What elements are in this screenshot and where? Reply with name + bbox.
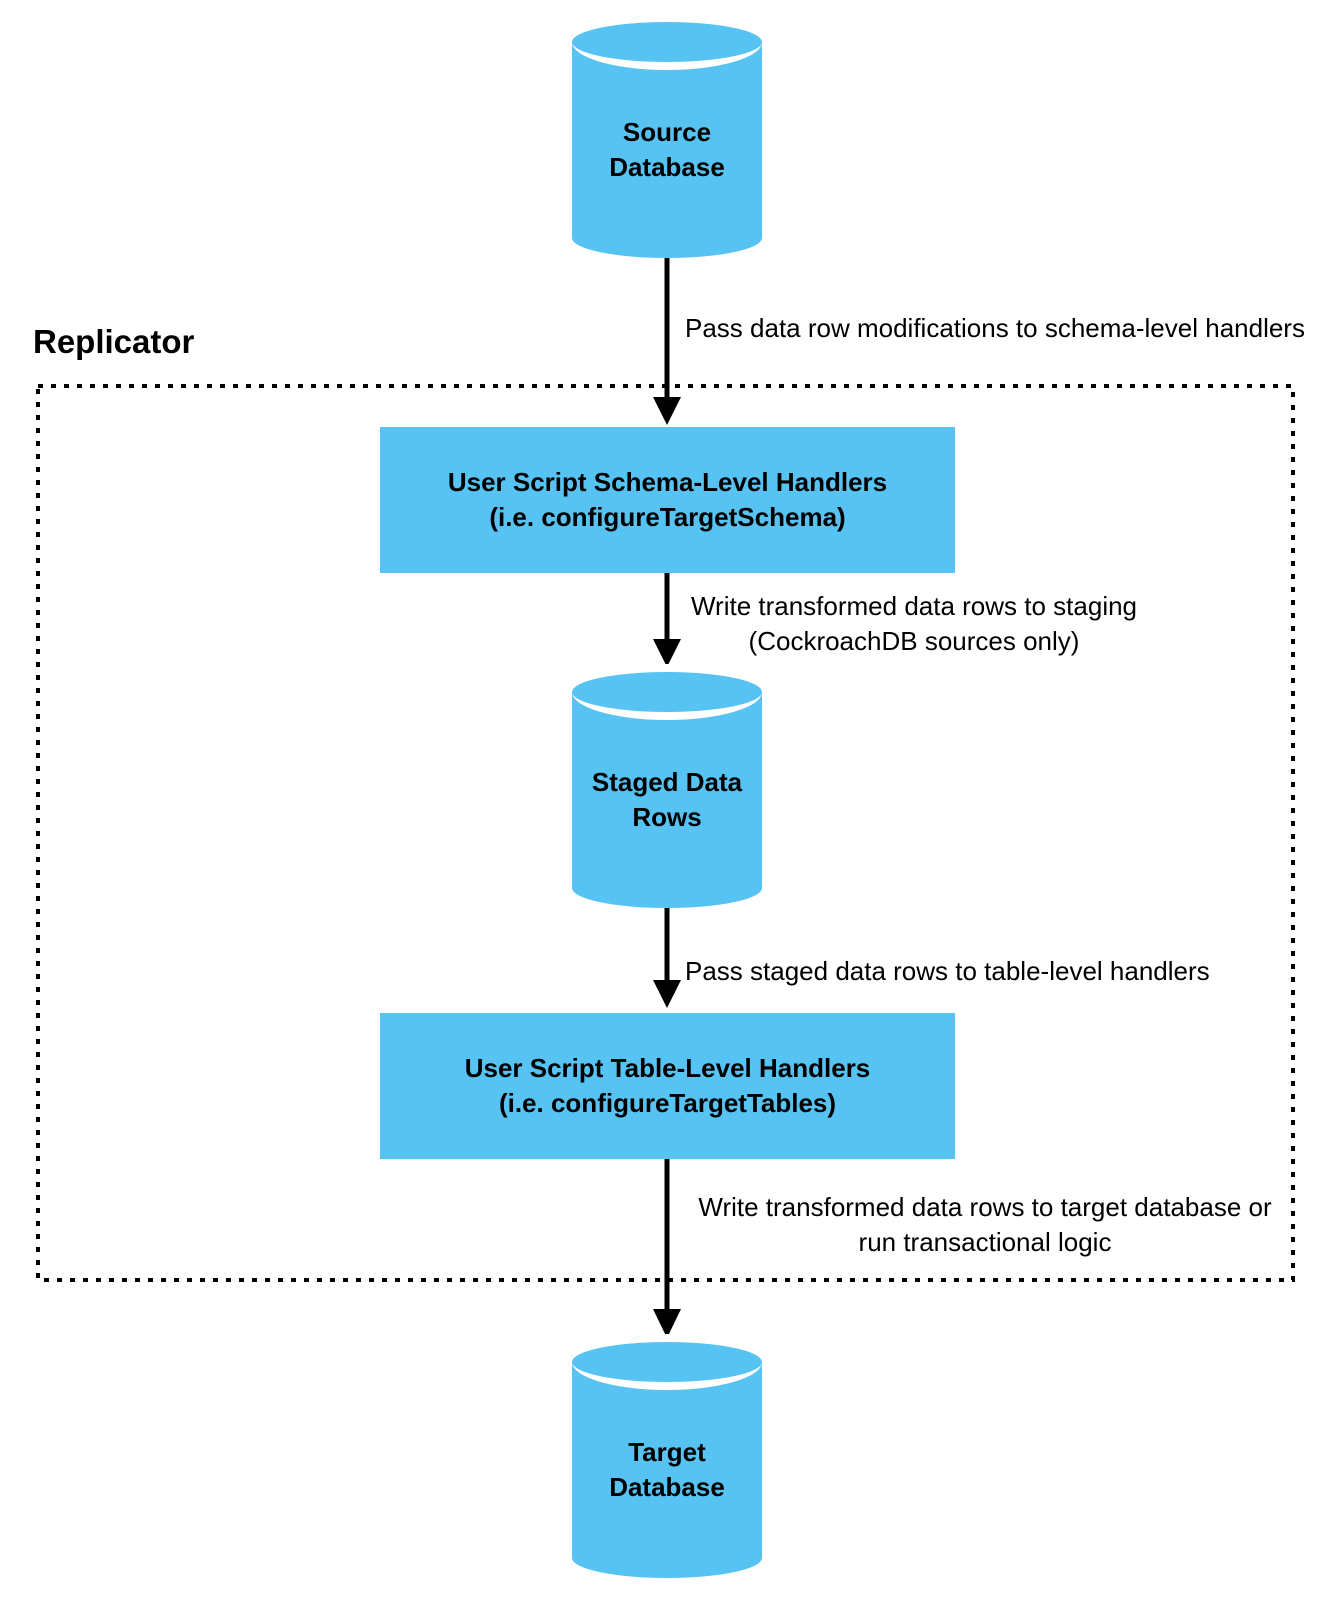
node-label-line: Target bbox=[628, 1437, 706, 1467]
node-label-table-handlers: User Script Table-Level Handlers (i.e. c… bbox=[380, 1013, 955, 1159]
database-cylinder-icon bbox=[572, 1342, 762, 1382]
node-label-line: Database bbox=[609, 1472, 725, 1502]
edge-label-staged-to-table: Pass staged data rows to table-level han… bbox=[685, 956, 1210, 986]
node-label-line: Rows bbox=[632, 802, 702, 832]
node-label-line: User Script Table-Level Handlers bbox=[464, 1053, 871, 1083]
node-label-line: Staged Data bbox=[591, 767, 743, 797]
node-target-database-shape bbox=[572, 1334, 762, 1578]
node-label-line: Source bbox=[622, 117, 712, 147]
node-label-schema-handlers: User Script Schema-Level Handlers (i.e. … bbox=[380, 427, 955, 573]
edge-label-schema-to-staged: Write transformed data rows to staging (… bbox=[691, 589, 1137, 659]
node-staged-rows-shape bbox=[572, 664, 762, 908]
edge-label-table-to-target: Write transformed data rows to target da… bbox=[698, 1190, 1271, 1260]
arrowhead-icon bbox=[653, 980, 681, 1008]
node-schema-handlers-shape bbox=[380, 427, 955, 573]
edge-label-line: Write transformed data rows to target da… bbox=[698, 1192, 1272, 1222]
edge-label-line: Write transformed data rows to staging bbox=[690, 591, 1138, 621]
node-label-line: (i.e. configureTargetSchema) bbox=[489, 502, 846, 532]
replicator-group-title: Replicator bbox=[33, 323, 195, 360]
arrow-schema-to-staged bbox=[653, 573, 681, 667]
node-label-line: (i.e. configureTargetTables) bbox=[498, 1088, 837, 1118]
edge-label-source-to-schema: Pass data row modifications to schema-le… bbox=[685, 313, 1305, 343]
arrowhead-icon bbox=[653, 397, 681, 425]
arrowhead-icon bbox=[653, 1309, 681, 1338]
node-source-database-shape bbox=[572, 14, 762, 258]
edge-label-line: (CockroachDB sources only) bbox=[748, 626, 1080, 656]
node-label-source-database: Source Database bbox=[572, 42, 762, 258]
node-label-line: Database bbox=[609, 152, 725, 182]
node-label-target-database: Target Database bbox=[572, 1362, 762, 1578]
node-label-line: User Script Schema-Level Handlers bbox=[447, 467, 888, 497]
arrowhead-icon bbox=[653, 639, 681, 667]
database-cylinder-icon bbox=[572, 672, 762, 712]
arrow-source-to-schema bbox=[653, 256, 681, 425]
database-cylinder-icon bbox=[572, 22, 762, 62]
arrow-table-to-target bbox=[653, 1159, 681, 1338]
arrow-staged-to-table bbox=[653, 906, 681, 1008]
node-table-handlers-shape bbox=[380, 1013, 955, 1159]
node-label-staged-rows: Staged Data Rows bbox=[572, 692, 762, 908]
edge-label-line: run transactional logic bbox=[858, 1227, 1112, 1257]
